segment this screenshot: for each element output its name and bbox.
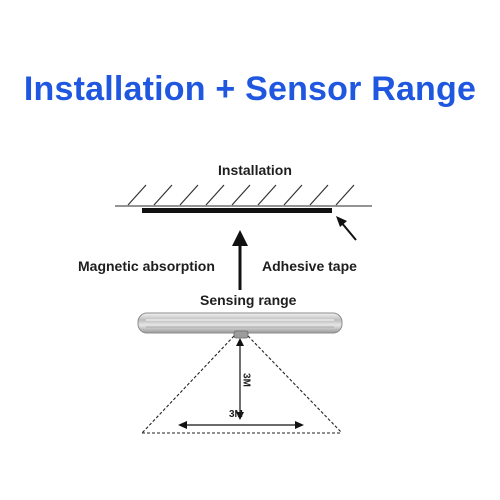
ceiling-hatch-icon (127, 184, 355, 206)
adhesive-tape-label: Adhesive tape (262, 258, 357, 274)
sensing-range-cone (141, 335, 343, 434)
vertical-dimension-arrow (236, 338, 244, 420)
led-light-bar-icon (137, 312, 343, 334)
sensing-range-label: Sensing range (200, 292, 297, 308)
page-title: Installation + Sensor Range (23, 70, 477, 108)
up-arrow-icon (232, 230, 248, 290)
motion-sensor-icon (233, 330, 249, 339)
horizontal-dimension-arrow (178, 421, 304, 429)
pointer-arrow-icon (336, 216, 357, 241)
installation-label: Installation (218, 162, 292, 178)
horizontal-distance-label: 3M (229, 409, 243, 420)
magnetic-absorption-label: Magnetic absorption (78, 258, 215, 274)
mounted-strip (142, 208, 332, 213)
vertical-distance-label: 3M (240, 373, 252, 387)
